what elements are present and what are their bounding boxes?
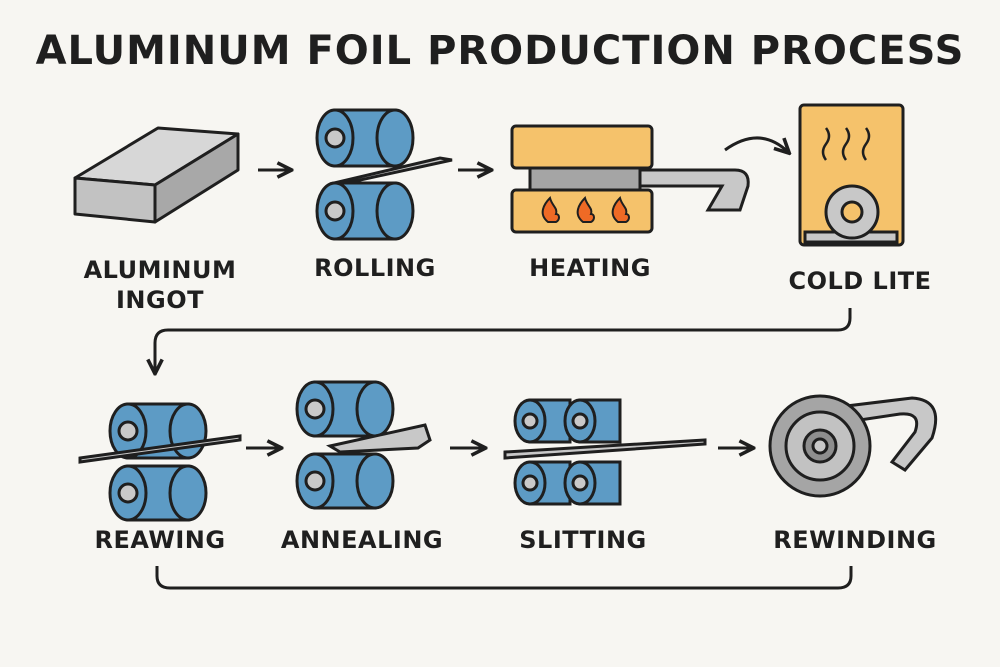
flow-arrow (724, 136, 788, 152)
diagram-title: ALUMINUM FOIL PRODUCTION PROCESS (35, 28, 965, 74)
foil-roll-icon (768, 394, 938, 498)
step-label-rolling: ROLLING (314, 254, 436, 282)
step-label-reawing: REAWING (94, 526, 226, 554)
rolling-mill-icon (315, 108, 453, 241)
label-line: ALUMINUM (83, 256, 237, 284)
slitting-rollers-icon (503, 398, 707, 506)
connector-arrow (155, 308, 852, 372)
rolling-mill-icon (78, 402, 242, 522)
bottom-bracket (155, 566, 853, 590)
step-label-annealing: ANNEALING (280, 526, 444, 554)
ingot-icon (73, 126, 240, 224)
step-label-rewinding: REWINDING (773, 526, 937, 554)
step-label-aluminum-ingot: ALUMINUM INGOT (60, 255, 260, 315)
cold-chamber-icon (798, 103, 905, 247)
label-line: INGOT (116, 286, 204, 314)
step-label-cold-lite: COLD LITE (788, 267, 932, 295)
step-label-slitting: SLITTING (519, 526, 647, 554)
furnace-icon (510, 124, 750, 234)
step-label-heating: HEATING (529, 254, 651, 282)
flame-icon (541, 196, 630, 223)
annealing-rollers-icon (295, 380, 432, 510)
flow-arrows (155, 136, 853, 590)
